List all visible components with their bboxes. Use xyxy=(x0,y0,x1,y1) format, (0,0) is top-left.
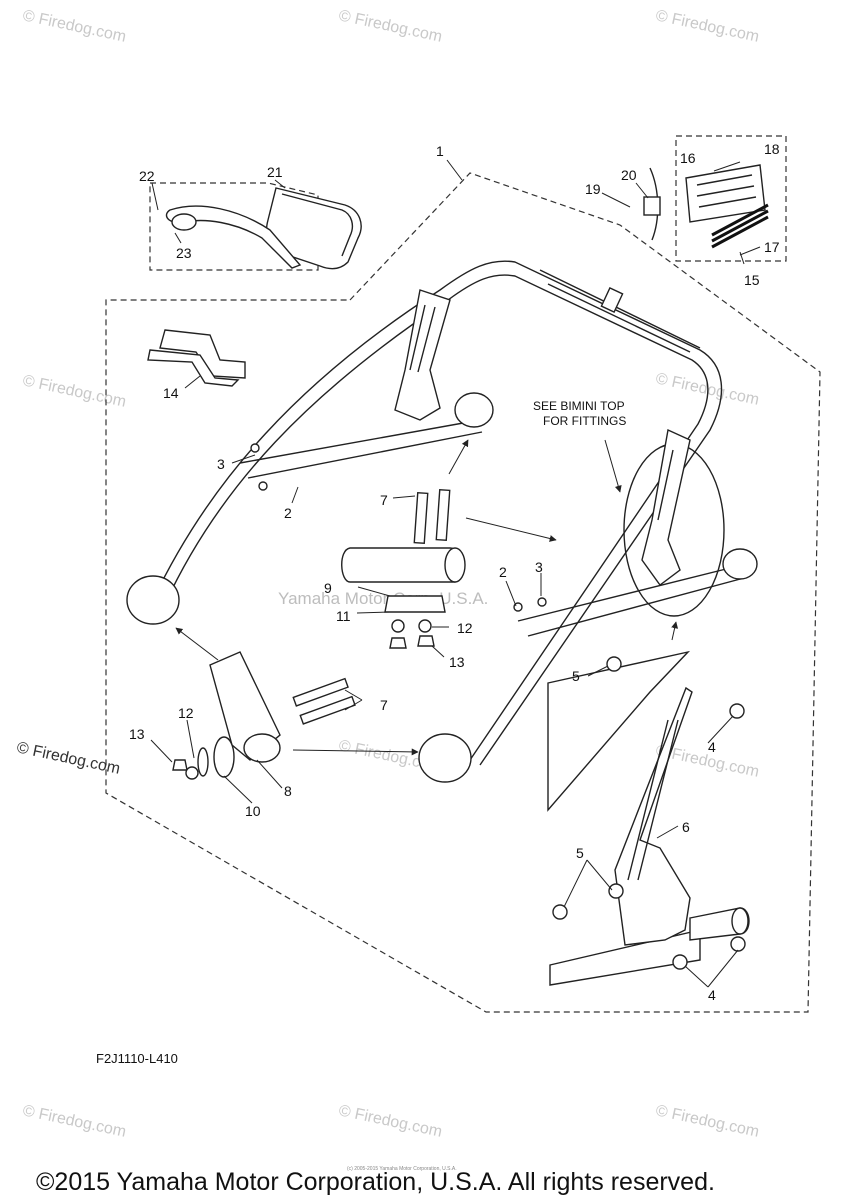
callout-17: 17 xyxy=(764,239,780,255)
copyright-notice: ©2015 Yamaha Motor Corporation, U.S.A. A… xyxy=(36,1168,715,1196)
callout-5: 5 xyxy=(572,668,580,684)
part-21-mirror xyxy=(265,187,362,270)
part-6-clamp-plate xyxy=(547,650,750,986)
callout-7: 7 xyxy=(380,492,388,508)
diagram-code: F2J1110-L410 xyxy=(96,1051,178,1066)
callout-12: 12 xyxy=(457,620,473,636)
callout-14: 14 xyxy=(163,385,179,401)
firedog-watermark: © Firedog.com xyxy=(337,1102,443,1140)
right-clamp-bracket xyxy=(641,428,691,586)
part-15-clip-kit xyxy=(643,164,769,249)
callout-3: 3 xyxy=(535,559,543,575)
callout-18: 18 xyxy=(764,141,780,157)
firedog-watermark: © Firedog.com xyxy=(21,372,127,410)
callout-7: 7 xyxy=(380,697,388,713)
callout-20: 20 xyxy=(621,167,637,183)
callout-2: 2 xyxy=(284,505,292,521)
firedog-watermark: © Firedog.com xyxy=(21,1102,127,1140)
callout-23: 23 xyxy=(176,245,192,261)
part-22-mirror-mount xyxy=(165,205,302,269)
callout-21: 21 xyxy=(267,164,283,180)
note-for-fittings: FOR FITTINGS xyxy=(543,414,626,428)
callout-4: 4 xyxy=(708,987,716,1003)
hardware-nuts-washers xyxy=(172,443,547,780)
firedog-watermark: © Firedog.com xyxy=(654,7,760,45)
firedog-watermark: © Firedog.com xyxy=(21,7,127,45)
knobs-4-5 xyxy=(552,656,746,970)
callout-16: 16 xyxy=(680,150,696,166)
callout-19: 19 xyxy=(585,181,601,197)
callout-11: 11 xyxy=(336,608,351,624)
callout-6: 6 xyxy=(682,819,690,835)
part-9-saddle xyxy=(341,547,466,613)
footer-small-copyright: (c) 2005-2015 Yamaha Motor Corporation, … xyxy=(347,1166,457,1172)
center-watermark: Yamaha Motor Corp, U.S.A. xyxy=(278,589,488,608)
callout-1: 1 xyxy=(436,143,444,159)
assembly-arrows xyxy=(175,439,679,756)
bolts-7 xyxy=(292,488,451,725)
callout-8: 8 xyxy=(284,783,292,799)
callout-3: 3 xyxy=(217,456,225,472)
callout-4: 4 xyxy=(708,739,716,755)
leader-lines xyxy=(150,159,761,988)
part-8-swivel-base xyxy=(197,651,281,778)
upper-left-bracket xyxy=(394,289,451,421)
firedog-watermark: © Firedog.com xyxy=(654,1102,760,1140)
callout-labels: 1 2 2 3 3 4 4 5 5 6 7 7 8 9 10 11 12 12 … xyxy=(129,141,780,1003)
firedog-watermark: © Firedog.com xyxy=(337,7,443,45)
callout-13: 13 xyxy=(449,654,465,670)
callout-12: 12 xyxy=(178,705,194,721)
clip-kit-outline xyxy=(675,135,787,262)
callout-9: 9 xyxy=(324,580,332,596)
part-14-bracket xyxy=(147,329,246,387)
callout-15: 15 xyxy=(744,272,760,288)
callout-22: 22 xyxy=(139,168,155,184)
callout-13: 13 xyxy=(129,726,145,742)
callout-10: 10 xyxy=(245,803,261,819)
tower-assembly-outline xyxy=(105,172,821,1013)
callout-2: 2 xyxy=(499,564,507,580)
note-see-bimini-top: SEE BIMINI TOP xyxy=(533,399,625,413)
callout-5: 5 xyxy=(576,845,584,861)
